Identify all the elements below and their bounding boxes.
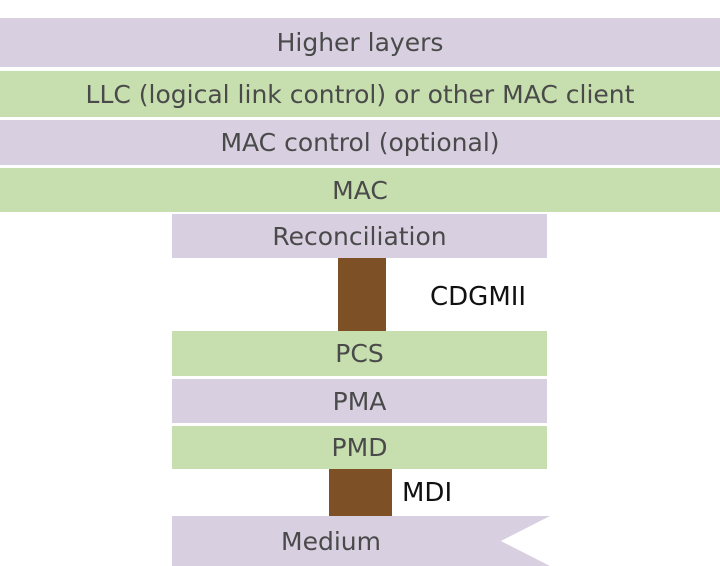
reconciliation-block: Reconciliation: [172, 214, 547, 258]
pcs-block: PCS: [172, 331, 547, 376]
mac-block: MAC: [0, 168, 720, 212]
medium-label: Medium: [281, 526, 381, 556]
cdgmii-connector: [338, 258, 386, 331]
mdi-connector: [329, 469, 392, 516]
higher-layers-block: Higher layers: [0, 18, 720, 67]
mac-label: MAC: [332, 175, 388, 205]
mac-control-label: MAC control (optional): [220, 128, 500, 157]
pmd-label: PMD: [331, 433, 388, 462]
cdgmii-label: CDGMII: [430, 282, 527, 312]
llc-block: LLC (logical link control) or other MAC …: [0, 71, 720, 117]
pma-block: PMA: [172, 379, 547, 423]
pcs-label: PCS: [335, 339, 384, 368]
mdi-label: MDI: [402, 478, 453, 508]
llc-label: LLC (logical link control) or other MAC …: [85, 79, 635, 109]
pmd-block: PMD: [172, 426, 547, 469]
higher-layers-label: Higher layers: [276, 28, 444, 57]
mac-control-block: MAC control (optional): [0, 120, 720, 165]
pma-label: PMA: [332, 386, 387, 416]
medium-block: Medium: [172, 516, 550, 566]
reconciliation-label: Reconciliation: [272, 221, 447, 251]
